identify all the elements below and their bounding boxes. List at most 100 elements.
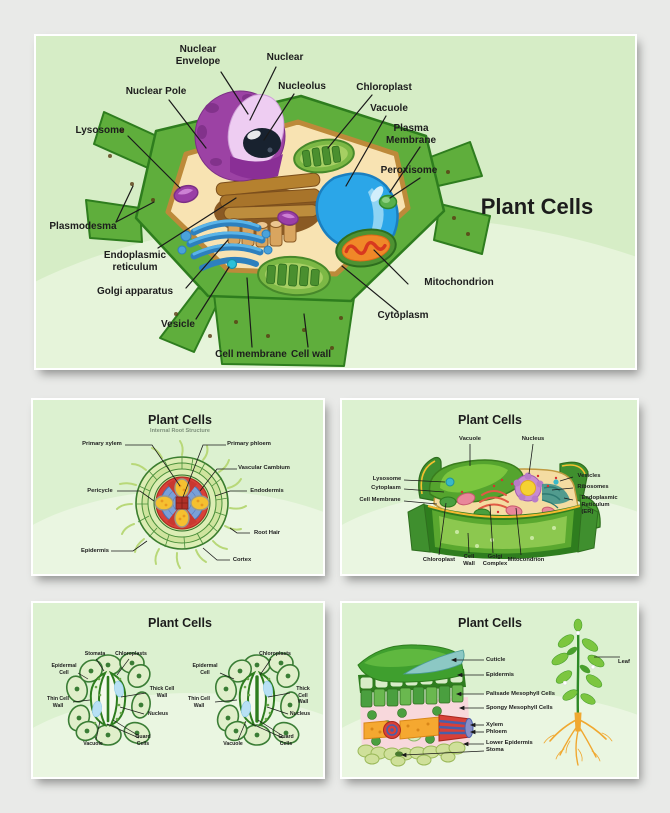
slide-leaf-structure[interactable]: Plant Cells Cuticle Epidermis Palisade M… (342, 603, 637, 777)
slide-cell-3d[interactable]: Plant Cells Vacuole Nucleus Lysosome Cyt… (342, 400, 637, 574)
label-epidermal-cell-left: Epidermal Cell (51, 663, 77, 676)
label-endoplasmic-reticulum: Endoplasmic Reticulum (ER) (581, 495, 618, 516)
label-cuticle: Cuticle (486, 657, 506, 663)
label-vascular-cambium: Vascular Cambium (238, 465, 290, 471)
label-cell-membrane: Cell Membrane (359, 497, 401, 503)
label-leaf: Leaf (618, 659, 630, 665)
label-chloroplast: Chloroplast (422, 557, 456, 563)
nucleus-3d (513, 472, 544, 503)
label-golgi-complex: Golgi Complex (482, 554, 508, 568)
label-thin-cell-wall-left: Thin Cell Wall (47, 696, 69, 709)
chloroplast-top (293, 138, 355, 174)
label-plasma-membrane: Plasma Membrane (385, 123, 437, 146)
label-thick-cell-wall-left: Thick Cell Wall (149, 686, 175, 699)
label-thick-cell-wall-right: Thick Cell Wall (296, 686, 310, 705)
label-guard-cells-right: Guard Cells (278, 734, 294, 747)
leader-lines (400, 657, 485, 758)
label-palisade: Palisade Mesophyll Cells (486, 691, 555, 697)
label-plasmodesma: Plasmodesma (49, 221, 117, 232)
label-nuclear-pole: Nuclear Pole (125, 86, 187, 97)
leader-lines (403, 443, 574, 556)
stomata-illustration (65, 652, 300, 746)
plant-cell-3d-illustration (403, 443, 601, 559)
lower-epidermis (357, 741, 466, 767)
leader-lines (72, 658, 147, 741)
peroxisome (378, 194, 398, 210)
label-nuclear: Nuclear (266, 52, 304, 63)
label-stomata: Stomata (84, 651, 106, 657)
label-epidermis: Epidermis (486, 672, 515, 678)
label-vacuole: Vacuole (370, 103, 408, 114)
nucleus (194, 90, 286, 182)
label-chloroplasts-right: Chloroplasts (259, 651, 291, 657)
slide-title: Plant Cells (480, 194, 594, 219)
label-primary-phloem: Primary phloem (227, 441, 271, 447)
slide-main[interactable]: Nuclear Envelope Nuclear Nuclear Pole Nu… (36, 36, 635, 368)
slide-title: Plant Cells (148, 413, 212, 427)
vesicle-dot (553, 479, 559, 485)
lysosome (173, 184, 199, 204)
cuticle-sheet (402, 649, 465, 675)
cell-front-wall (407, 503, 599, 559)
er-3d (541, 483, 570, 509)
vacuoles (92, 680, 124, 718)
label-pericycle: Pericycle (87, 488, 113, 494)
label-xylem: Xylem (486, 722, 504, 728)
label-primary-xylem: Primary xylem (82, 441, 122, 447)
label-nucleus: Nucleus (521, 436, 545, 442)
ribosomes-dots (460, 474, 558, 514)
stoma-diagram-right (214, 652, 300, 746)
leaf-cross-section-illustration (357, 618, 620, 767)
label-vesicles: Vesicles (577, 473, 601, 479)
stoma-slit (395, 751, 403, 757)
label-lower-epidermis: Lower Epidermis (486, 740, 533, 746)
label-chloroplasts-left: Chloroplasts (115, 651, 147, 657)
label-cytoplasm: Cytoplasm (377, 310, 429, 321)
label-mitochondrion: Mitochondrion (424, 277, 494, 288)
slide-title: Plant Cells (458, 413, 522, 427)
plant-cell-illustration (85, 66, 491, 367)
chloroplast-bottom (257, 255, 331, 297)
slide-title: Plant Cells (148, 616, 212, 630)
root-center (175, 496, 189, 510)
label-cell-wall: Cell Wall (463, 554, 475, 568)
leader-lines (115, 66, 421, 348)
label-vacuole-right: Vacuole (223, 741, 243, 747)
label-cytoplasm: Cytoplasm (371, 485, 401, 491)
palisade-cells (360, 684, 464, 708)
root-hairs (116, 440, 247, 569)
label-vacuole: Vacuole (459, 436, 481, 442)
label-nucleolus: Nucleolus (278, 81, 326, 92)
label-chloroplast: Chloroplast (356, 82, 412, 93)
label-endoplasmic-reticulum: Endoplasmic reticulum (103, 250, 167, 273)
label-epidermal-cell-right: Epidermal Cell (192, 663, 218, 676)
label-cortex: Cortex (232, 557, 252, 563)
plasmodesmata-dots (108, 129, 470, 350)
lysosome-3d (445, 477, 455, 487)
slide-title: Plant Cells (458, 616, 522, 630)
lysosome-2 (277, 210, 299, 226)
slide-stomata[interactable]: Plant Cells Stomata Chloroplasts Epiderm… (33, 603, 323, 777)
label-mitocondrion: Mitocondrion (507, 557, 545, 563)
nucleolus (243, 128, 281, 158)
roots (543, 712, 613, 766)
label-phloem: Phloem (486, 729, 507, 735)
label-lysosome: Lysosome (372, 476, 402, 482)
slide-subtitle: Internal Root Structure (150, 428, 210, 434)
slide-root-structure[interactable]: Plant Cells Internal Root Structure Prim… (33, 400, 323, 574)
label-cell-wall: Cell wall (290, 349, 332, 360)
label-ribosomes: Ribosomes (577, 484, 609, 490)
label-spongy: Spongy Mesophyll Cells (486, 705, 553, 711)
label-vacuole-left: Vacuole (83, 741, 103, 747)
label-nucleus-right: Nucleus (289, 711, 311, 717)
vesicle (226, 258, 238, 270)
label-peroxisome: Peroxisome (380, 165, 438, 176)
leaf-top (357, 644, 465, 683)
root-cross-section-illustration (111, 440, 250, 569)
phloem-tube (438, 714, 474, 742)
label-endodermis: Endodermis (250, 488, 284, 494)
label-guard-cells-left: Guard Cells (135, 734, 151, 747)
phloem-coil (383, 721, 401, 739)
cell-ticks (136, 457, 229, 550)
label-cell-membrane: Cell membrane (215, 349, 287, 360)
